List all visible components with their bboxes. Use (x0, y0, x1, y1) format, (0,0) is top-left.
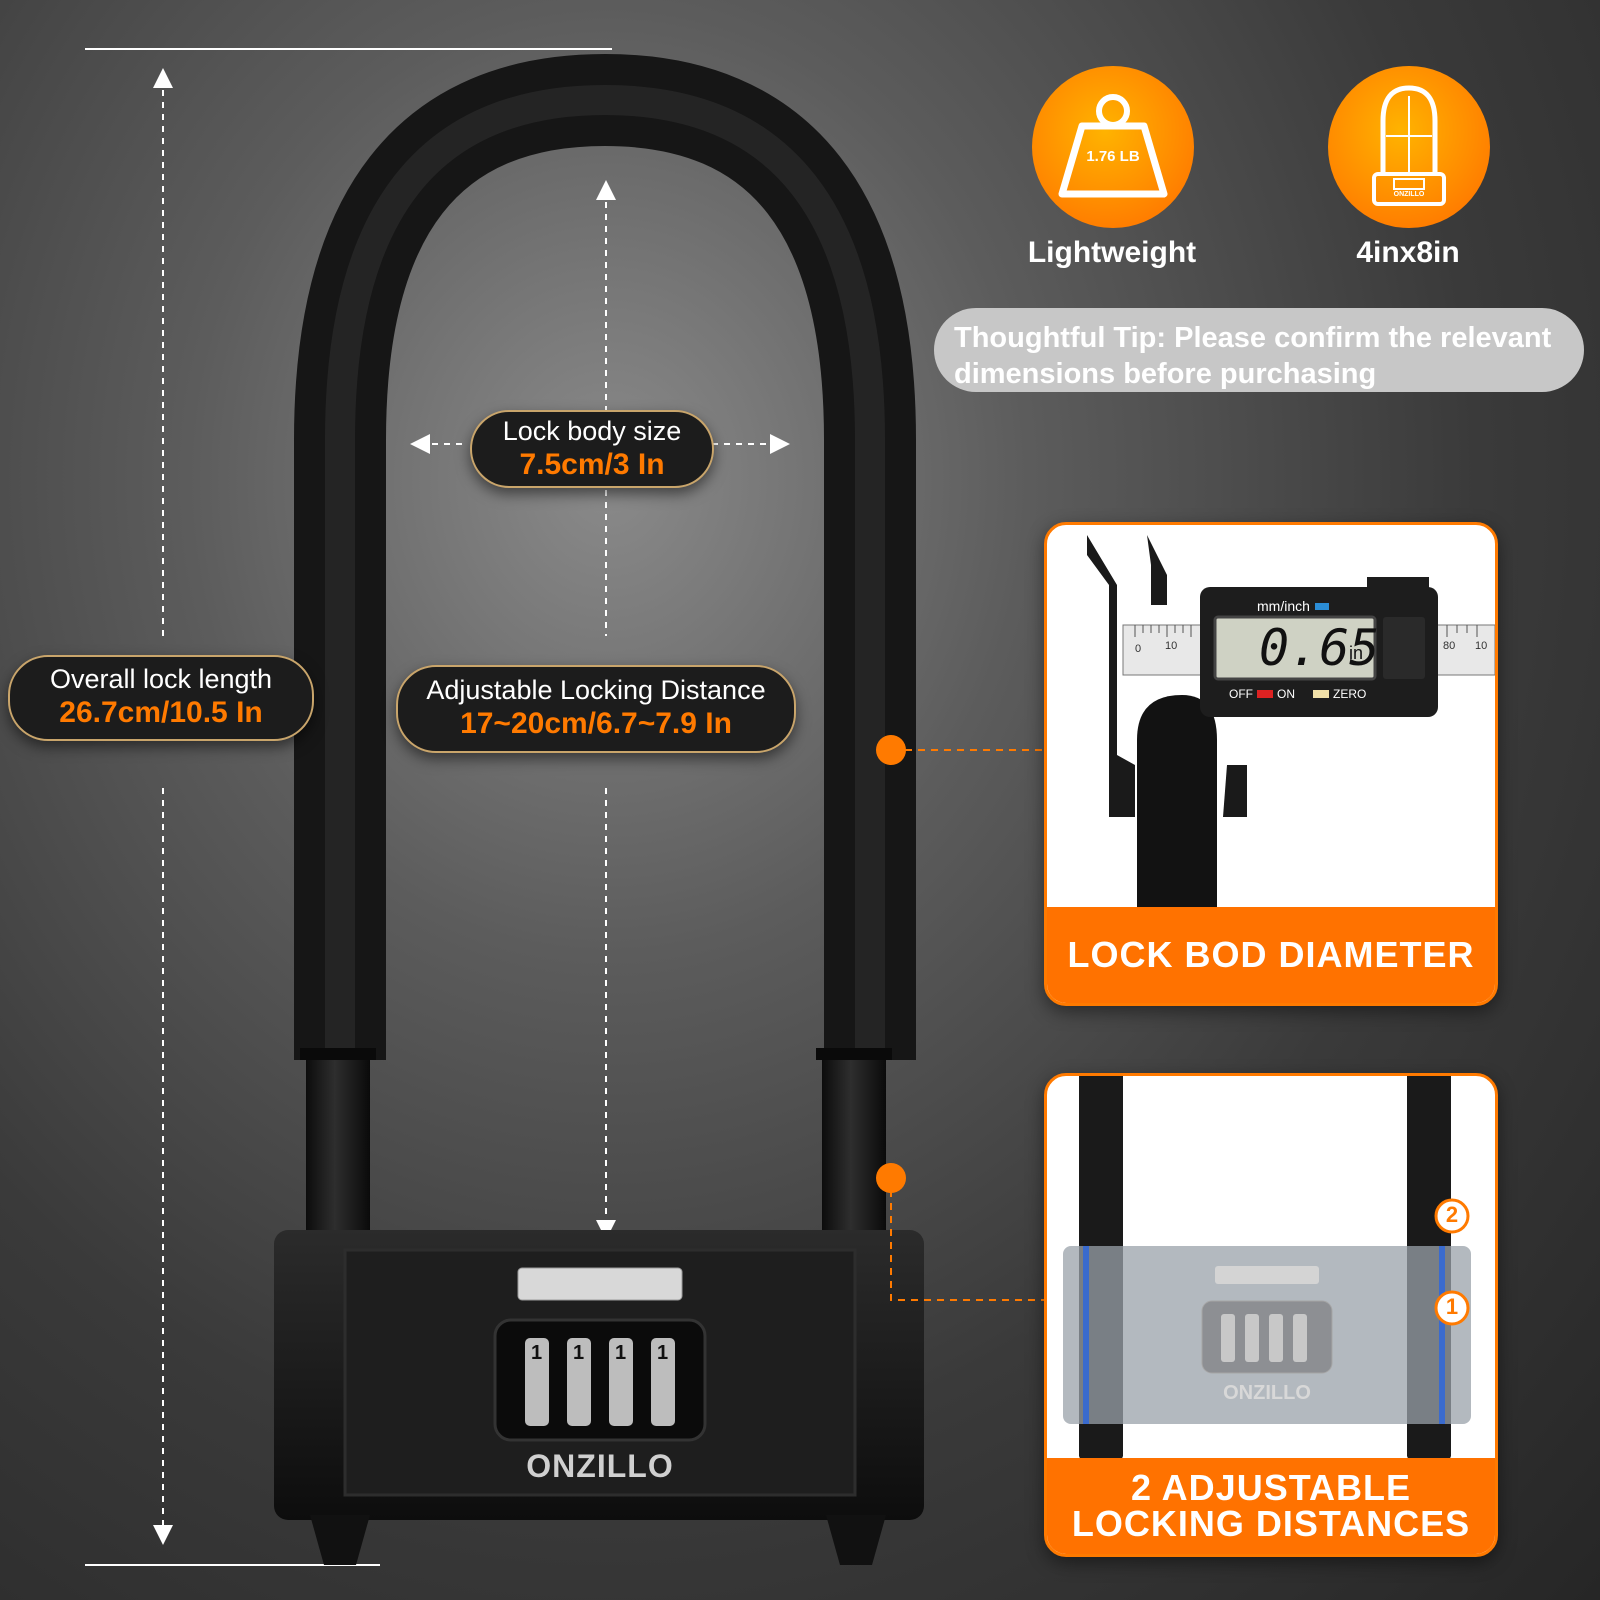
locking-distance-pill: Adjustable Locking Distance 17~20cm/6.7~… (396, 665, 796, 753)
left-foot (310, 1515, 370, 1565)
lock-diameter-banner: LOCK BOD DIAMETER (1047, 907, 1495, 1003)
right-leg (822, 1050, 886, 1240)
u-lock-icon (1372, 85, 1446, 206)
body-size-label: Lock body size (502, 416, 682, 446)
weight-circle: 1.76 LB (1032, 66, 1194, 228)
adjust-brand-logo: ONZILLO (1223, 1382, 1311, 1404)
thoughtful-tip: Thoughtful Tip: Please confirm the relev… (934, 308, 1584, 392)
diameter-connector-dot (876, 735, 906, 765)
overall-length-value: 26.7cm/10.5 In (59, 696, 263, 729)
size-circle: ONZILLO (1328, 66, 1490, 228)
adjust-illustration (1063, 1076, 1471, 1486)
weight-icon (1058, 94, 1168, 198)
u-lock-icon-text: ONZILLO (1393, 191, 1425, 198)
caliper-on-label: ON (1277, 687, 1295, 701)
feature-size: 4inx8in (1356, 236, 1460, 269)
dial-digits: 1 1 1 1 (525, 1342, 675, 1372)
body-size-pill: Lock body size 7.5cm/3 In (470, 410, 714, 488)
dial-digit-2[interactable]: 1 (573, 1342, 585, 1364)
right-foot (826, 1515, 886, 1565)
overall-length-label: Overall lock length (49, 664, 273, 694)
adjust-card: ONZILLO 2 1 2 ADJUSTABLE LOCKING DISTANC… (1044, 1073, 1498, 1557)
dial-digit-1[interactable]: 1 (531, 1342, 543, 1364)
distance-connector-dot (876, 1163, 906, 1193)
caliper-illustration (1087, 535, 1495, 925)
caliper-scale-10: 10 (1165, 640, 1178, 652)
locking-distance-value: 17~20cm/6.7~7.9 In (460, 707, 732, 740)
left-leg (306, 1050, 370, 1240)
weight-icon-text: 1.76 LB (1086, 148, 1140, 165)
marker-1: 1 (1445, 1294, 1459, 1319)
caliper-unit-label: mm/inch (1257, 598, 1310, 614)
dial-digit-4[interactable]: 1 (657, 1342, 669, 1364)
caliper-off-label: OFF (1229, 687, 1253, 701)
overall-length-pill: Overall lock length 26.7cm/10.5 In (8, 655, 314, 741)
caliper-card: mm/inch 0.65 in OFF ON ZERO 0 10 80 10 L… (1044, 522, 1498, 1006)
caliper-reading: 0.65 (1259, 619, 1380, 677)
caliper-scale-80: 80 (1443, 640, 1456, 652)
marker-2: 2 (1445, 1202, 1459, 1227)
caliper-scale-0: 0 (1135, 643, 1142, 655)
adjust-banner-line2: LOCKING DISTANCES (1071, 1503, 1471, 1544)
caliper-zero-label: ZERO (1333, 687, 1367, 701)
body-size-value: 7.5cm/3 In (519, 448, 665, 481)
dial-digit-3[interactable]: 1 (615, 1342, 627, 1364)
adjust-banner-line1: 2 ADJUSTABLE (1130, 1467, 1412, 1508)
locking-distance-label: Adjustable Locking Distance (426, 675, 766, 705)
adjust-distances-banner: 2 ADJUSTABLE LOCKING DISTANCES (1047, 1458, 1495, 1554)
silver-plate (517, 1267, 683, 1301)
brand-logo: ONZILLO (526, 1448, 674, 1484)
caliper-scale-100: 10 (1475, 640, 1488, 652)
combination-dials (525, 1338, 675, 1426)
caliper-reading-unit: in (1349, 643, 1364, 663)
feature-lightweight: Lightweight (1027, 236, 1197, 269)
